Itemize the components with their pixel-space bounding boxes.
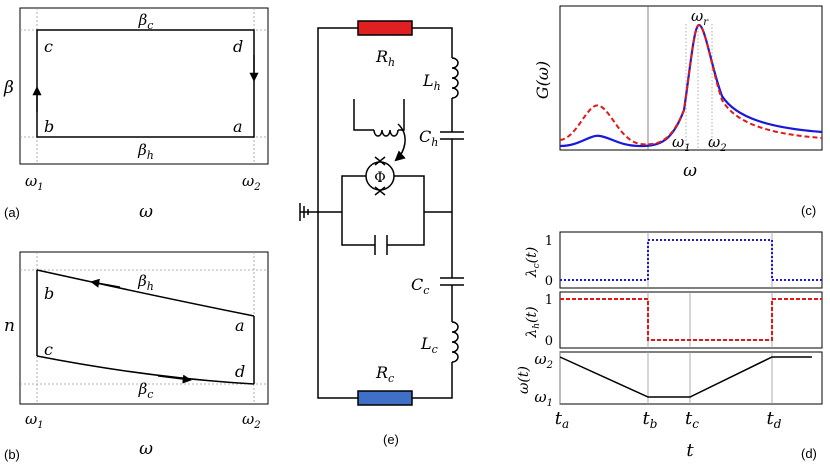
arrow-left (90, 278, 121, 288)
beta-c-label: βc (138, 11, 154, 32)
x-axis-label: t (686, 440, 694, 461)
panel-tag-d: (d) (801, 446, 817, 461)
tick-one: 1 (545, 234, 553, 249)
panel-b-frame (19, 251, 269, 405)
lambda-c-frame (559, 231, 823, 289)
resistor-hot (357, 20, 413, 36)
corner-b: b (44, 284, 54, 303)
lambda-c-trace (560, 239, 822, 281)
omega-t-trace (559, 356, 812, 398)
resistor-cold-label: Rc (375, 363, 394, 385)
tick-zero: 0 (545, 334, 553, 349)
lower-curve (36, 355, 255, 385)
panel-a: βc βh β c d b a ω1 ω2 ω (a) (3, 7, 269, 222)
panel-tag-c: (c) (801, 203, 816, 218)
flux-coil-wire (353, 99, 374, 131)
inductor-hot (451, 57, 459, 99)
otto-cycle-rect (36, 29, 255, 138)
upper-curve (36, 269, 255, 317)
omega1-label: ω1 (672, 133, 691, 154)
x-tick-omega2: ω2 (242, 172, 261, 193)
beta-h-label: βh (137, 272, 154, 293)
x-axis-label: ω (683, 161, 697, 181)
corner-c: c (44, 37, 53, 56)
panel-e-labels: Φ Rh Rc Lh Ch Cc Lc (e) (374, 47, 440, 447)
omega-t-label: ω(t) (516, 366, 532, 394)
resistor-hot-label: Rh (375, 47, 395, 69)
corner-a: a (235, 316, 245, 335)
left-wire (317, 27, 358, 399)
lambda-h-label: λh(t) (524, 306, 542, 338)
capacitor-hot-label: Ch (419, 127, 438, 149)
squid-ring (365, 161, 395, 191)
squid-loop-right (387, 175, 425, 246)
tick-zero: 0 (545, 274, 553, 289)
flux-symbol: Φ (374, 170, 385, 186)
t-tick-a: ta (555, 408, 569, 431)
blue-spectrum-curve (559, 23, 823, 148)
panel-c: ωr ω1 ω2 G(ω) ω (c) (533, 5, 823, 218)
squid-loop-left (341, 175, 375, 246)
lambda-h-trace (560, 298, 822, 341)
panel-tag-e: (e) (383, 432, 399, 447)
panel-d: 1 0 λc(t) 1 0 λh(t) ω2 ω1 ω(t) ta tb tc … (516, 231, 823, 461)
tick-one: 1 (545, 293, 553, 308)
panel-a-frame (19, 7, 269, 165)
panel-tag-a: (a) (4, 205, 20, 220)
omega-hi-tick: ω2 (534, 350, 553, 371)
t-tick-b: tb (643, 408, 658, 431)
inductor-cold-label: Lc (420, 334, 438, 356)
corner-b: b (44, 117, 54, 136)
capacitor-cold-label: Cc (411, 275, 429, 297)
y-axis-label: n (4, 316, 15, 336)
beta-h-label: βh (137, 141, 154, 162)
omega-lo-tick: ω1 (534, 388, 553, 409)
inductor-cold (451, 321, 459, 363)
x-axis-label: ω (139, 202, 153, 222)
x-tick-omega1: ω1 (25, 172, 44, 193)
corner-c: c (44, 340, 53, 359)
bottom-right-wire (412, 370, 453, 399)
x-axis-label: ω (139, 439, 153, 459)
arrow-right (157, 374, 192, 384)
panel-tag-b: (b) (4, 447, 20, 462)
omega2-label: ω2 (708, 133, 727, 154)
flux-bias-coil (373, 129, 399, 137)
inductor-hot-label: Lh (422, 71, 441, 93)
x-tick-omega1: ω1 (25, 410, 44, 431)
panel-c-frame (559, 5, 823, 151)
t-tick-d: td (767, 408, 782, 431)
lambda-h-frame (559, 291, 823, 349)
x-tick-omega2: ω2 (242, 410, 261, 431)
y-axis-label: G(ω) (533, 61, 552, 99)
panel-e-circuit (299, 20, 464, 406)
resistor-cold (357, 390, 413, 406)
t-tick-c: tc (685, 408, 699, 431)
beta-c-label: βc (138, 380, 154, 401)
y-axis-label: β (3, 78, 14, 98)
panel-b: βh βc n b c a d ω1 ω2 ω (b) (4, 251, 269, 462)
top-right-wire (412, 27, 453, 58)
corner-d: d (233, 37, 243, 56)
corner-d: d (235, 362, 245, 381)
lambda-c-label: λc(t) (524, 247, 542, 278)
flux-arrow (394, 123, 406, 162)
corner-a: a (233, 117, 243, 136)
omega-r-label: ωr (691, 7, 709, 28)
